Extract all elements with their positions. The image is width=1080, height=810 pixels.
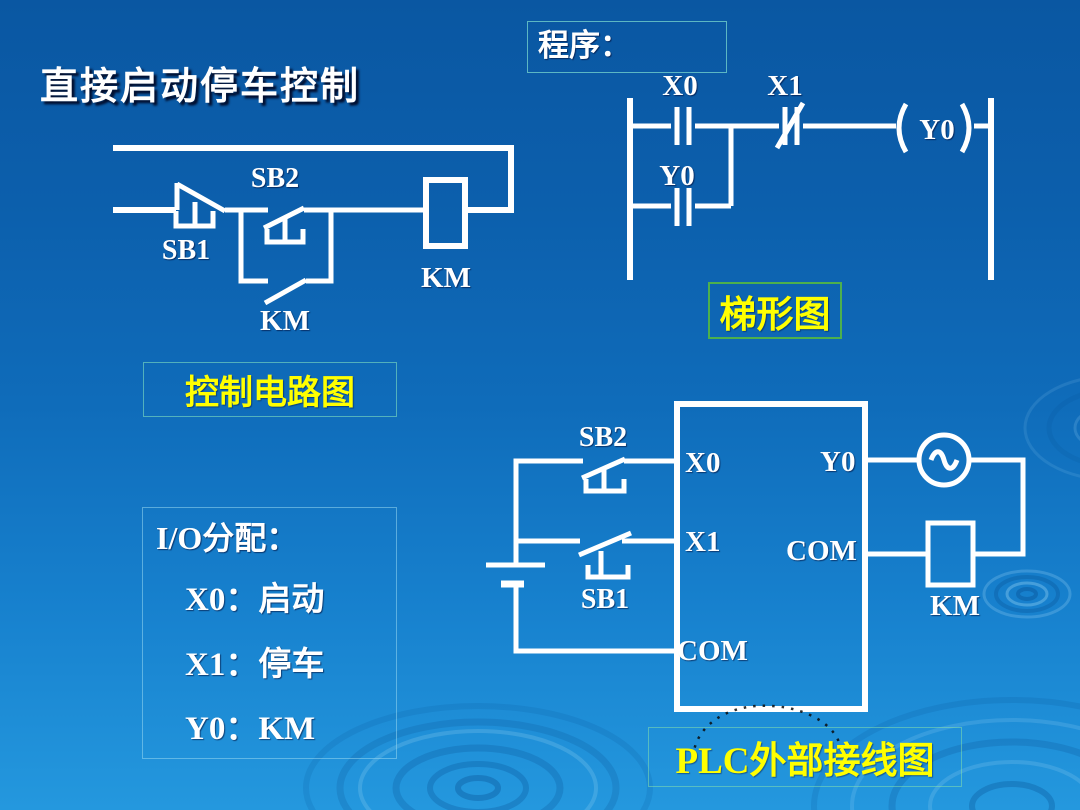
plc-y0-terminal-label: Y0 bbox=[820, 446, 856, 478]
plc-com-left-terminal-label: COM bbox=[677, 635, 748, 667]
plc-output-loop-wire bbox=[969, 457, 1026, 557]
ripple-bottom-center-icon bbox=[303, 703, 653, 810]
ripple-right-edge-icon bbox=[1023, 378, 1080, 478]
cc-km-branch-left bbox=[238, 210, 268, 284]
io-allocation-box: I/O分配： X0：启动 X1：停车 Y0：KM bbox=[142, 507, 397, 759]
plc-sb2-no-pushbutton bbox=[580, 456, 627, 494]
ladder-caption: 梯形图 bbox=[708, 282, 842, 339]
program-label-box: 程序： bbox=[527, 21, 727, 73]
plc-sb1-nc-pushbutton bbox=[578, 530, 632, 580]
ladder-diagram bbox=[627, 98, 994, 280]
plc-km-label: KM bbox=[930, 590, 980, 622]
cc-sb2-no-pushbutton bbox=[262, 205, 306, 245]
ladder-y0-branch-label: Y0 bbox=[659, 160, 695, 192]
cc-km-coil-label: KM bbox=[421, 262, 471, 294]
cc-sb1-nc-pushbutton bbox=[173, 181, 227, 229]
ripple-bottom-right-icon bbox=[811, 697, 1080, 810]
cc-km-no-contact bbox=[263, 277, 308, 306]
io-row-x1: X1：停车 bbox=[185, 647, 325, 683]
control-circuit-diagram bbox=[113, 145, 514, 306]
plc-sb2-label: SB2 bbox=[578, 422, 628, 453]
ladder-y0-coil-symbol bbox=[896, 102, 972, 154]
plc-wiring-diagram bbox=[486, 401, 1026, 712]
ladder-x1-label: X1 bbox=[767, 70, 803, 102]
ladder-y0-contact bbox=[674, 188, 692, 226]
ripple-right-small-icon bbox=[982, 569, 1072, 619]
ladder-y0-coil-label: Y0 bbox=[919, 114, 955, 146]
plc-left-bus-bottom bbox=[513, 586, 677, 654]
plc-wiring-caption: PLC外部接线图 bbox=[648, 727, 962, 787]
cc-km-contact-label: KM bbox=[260, 305, 310, 337]
cc-top-feed-line bbox=[113, 145, 514, 213]
ladder-x0-contact bbox=[674, 107, 692, 145]
ladder-x1-nc-contact bbox=[774, 101, 806, 150]
io-row-y0: Y0：KM bbox=[185, 711, 316, 747]
plc-left-bus-top bbox=[513, 458, 583, 564]
plc-x1-terminal-label: X1 bbox=[685, 526, 721, 558]
plc-com-right-terminal-label: COM bbox=[786, 535, 857, 567]
io-row-x0: X0：启动 bbox=[185, 582, 325, 618]
cc-km-branch-right bbox=[306, 210, 334, 284]
plc-x0-terminal-label: X0 bbox=[685, 447, 721, 479]
cc-sb1-label: SB1 bbox=[161, 235, 211, 266]
cc-km-coil-symbol bbox=[423, 177, 468, 249]
plc-km-coil-symbol bbox=[925, 520, 976, 588]
cc-sb2-label: SB2 bbox=[250, 163, 300, 194]
ladder-x0-label: X0 bbox=[662, 70, 698, 102]
plc-sb1-label: SB1 bbox=[580, 584, 630, 615]
control-circuit-caption: 控制电路图 bbox=[143, 362, 397, 417]
slide-title: 直接启动停车控制 bbox=[40, 66, 361, 108]
program-label: 程序： bbox=[538, 28, 631, 63]
ac-source-icon bbox=[916, 432, 972, 488]
io-heading: I/O分配： bbox=[156, 520, 299, 556]
